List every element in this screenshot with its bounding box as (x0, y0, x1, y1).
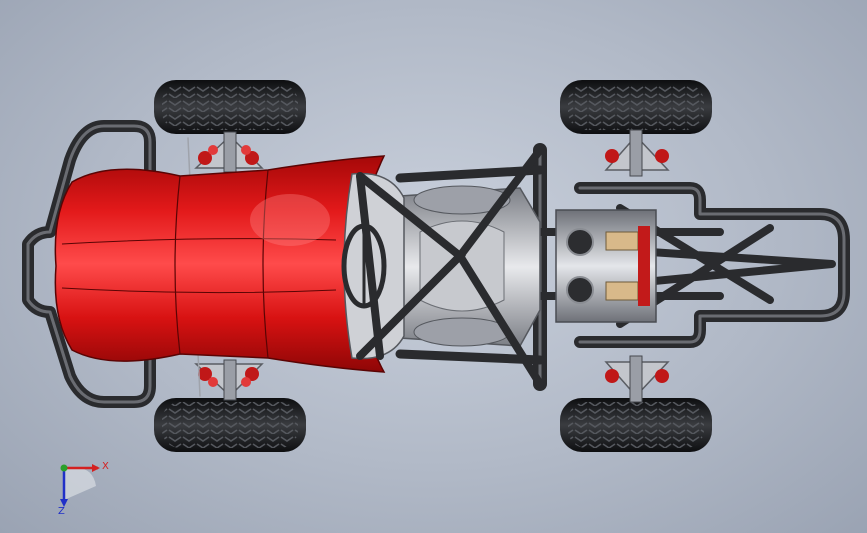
rear-suspension-right (604, 355, 670, 403)
front-suspension-left (194, 131, 264, 173)
wheel-rear-right[interactable] (560, 398, 712, 452)
wheel-front-right[interactable] (154, 398, 306, 452)
axis-triad[interactable]: X Z (58, 461, 109, 517)
z-axis-arrowhead (60, 499, 68, 507)
body-shell[interactable] (54, 155, 386, 373)
engine (555, 209, 657, 323)
x-axis-label: X (102, 461, 109, 472)
front-suspension-right (194, 359, 264, 401)
wheel-front-left[interactable] (154, 80, 306, 134)
z-axis-label: Z (58, 506, 65, 517)
x-axis-arrowhead (92, 464, 100, 472)
wheel-rear-left[interactable] (560, 80, 712, 134)
rear-suspension-left (604, 129, 670, 177)
roll-cage (356, 146, 544, 388)
y-axis-dot (60, 464, 68, 472)
